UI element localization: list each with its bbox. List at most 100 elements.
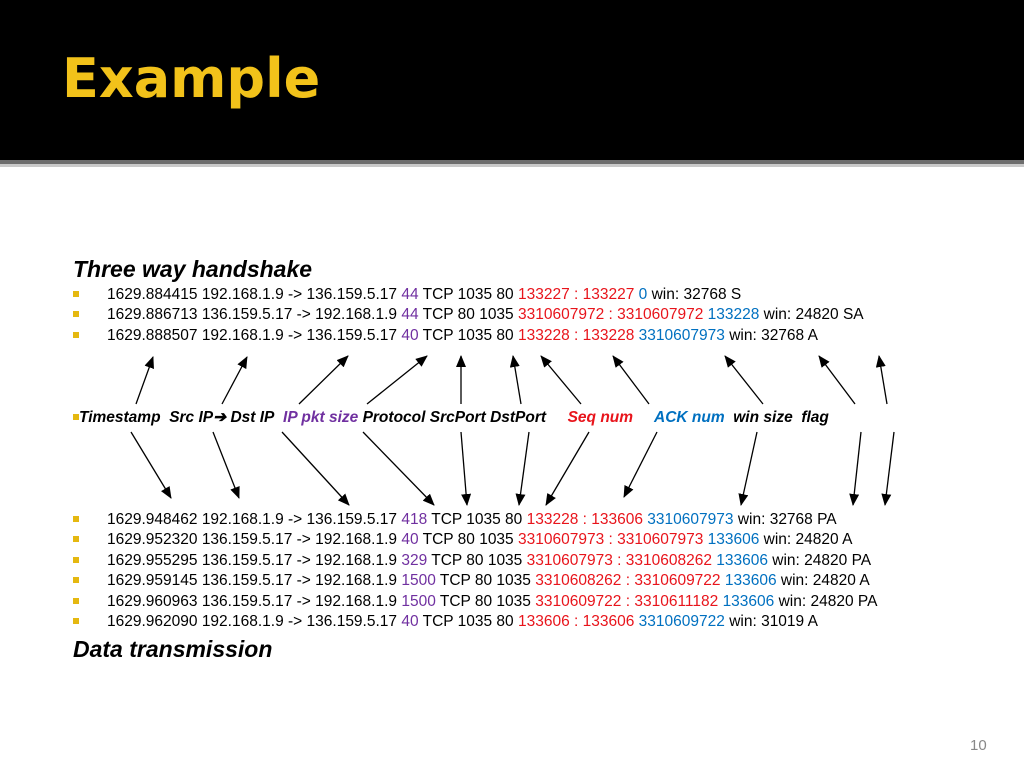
- packet-text: 1629.888507 192.168.1.9 -> 136.159.5.17: [107, 327, 402, 344]
- packet-protocol-ports: TCP 80 1035: [418, 306, 518, 323]
- packet-text: 1629.886713 136.159.5.17 -> 192.168.1.9: [107, 306, 402, 323]
- field-legend: Timestamp Src IP➔ Dst IP IP pkt size Pro…: [73, 408, 829, 428]
- packet-seq: 3310607972 : 3310607972: [517, 306, 704, 323]
- bullet-icon: [73, 331, 79, 338]
- legend-srcport: SrcPort: [429, 409, 486, 426]
- legend-seq: Seq num: [567, 409, 634, 426]
- packet-text: 1629.962090 192.168.1.9 -> 136.159.5.17: [107, 613, 402, 630]
- arrow-down-dstport: [545, 431, 590, 506]
- legend-dstport: DstPort: [490, 409, 547, 426]
- bullet-icon: [73, 310, 79, 317]
- bullet-icon: [73, 597, 79, 604]
- packet-seq: 133606 : 133606: [517, 613, 635, 630]
- packet-win-flag: win: 31019 A: [724, 613, 818, 630]
- arrow-down-src-ip: [212, 431, 240, 499]
- arrow-up-timestamp: [135, 356, 154, 405]
- packet-win-flag: win: 32768 S: [647, 286, 742, 303]
- section-title-data: Data transmission: [73, 636, 273, 662]
- packet-size: 40: [401, 327, 419, 344]
- packet-protocol-ports: TCP 80 1035: [435, 593, 536, 610]
- packet-win-flag: win: 24820 A: [776, 572, 870, 589]
- packet-line: 1629.884415 192.168.1.9 -> 136.159.5.17 …: [73, 285, 741, 305]
- section-title-handshake: Three way handshake: [73, 256, 313, 282]
- packet-ack: 133606: [722, 593, 775, 610]
- packet-ack: 3310607973: [647, 511, 734, 528]
- packet-seq: 3310607973 : 3310607973: [517, 531, 704, 548]
- packet-text: 1629.952320 136.159.5.17 -> 192.168.1.9: [107, 531, 402, 548]
- packet-line: 1629.952320 136.159.5.17 -> 192.168.1.9 …: [73, 530, 852, 550]
- legend-timestamp: Timestamp: [79, 409, 161, 426]
- packet-text: 1629.955295 136.159.5.17 -> 192.168.1.9: [107, 552, 402, 569]
- packet-protocol-ports: TCP 1035 80: [418, 613, 518, 630]
- legend-flag: flag: [801, 409, 829, 426]
- packet-protocol-ports: TCP 1035 80: [418, 327, 518, 344]
- packet-protocol-ports: TCP 80 1035: [435, 572, 536, 589]
- packet-seq: 133228 : 133606: [526, 511, 643, 528]
- packet-ack: 133606: [707, 531, 760, 548]
- arrow-up-pkt-size: [366, 355, 428, 405]
- arrow-down-timestamp: [130, 431, 172, 499]
- packet-size: 44: [401, 286, 419, 303]
- arrow-down-ack: [738, 431, 758, 506]
- packet-size: 40: [401, 613, 419, 630]
- legend-src-ip: Src IP: [169, 409, 214, 426]
- packet-seq: 3310607973 : 3310608262: [526, 552, 712, 569]
- packet-seq: 133227 : 133227: [517, 286, 635, 303]
- packet-ack: 133606: [724, 572, 777, 589]
- packet-line: 1629.960963 136.159.5.17 -> 192.168.1.9 …: [73, 592, 877, 612]
- packet-size: 40: [401, 531, 419, 548]
- slide-header: Example: [0, 0, 1024, 160]
- legend-dst-ip: Dst IP: [230, 409, 275, 426]
- packet-text: 1629.884415 192.168.1.9 -> 136.159.5.17: [107, 286, 402, 303]
- packet-win-flag: win: 32768 PA: [733, 511, 837, 528]
- bullet-icon: [73, 535, 79, 542]
- bullet-icon: [73, 413, 79, 420]
- packet-win-flag: win: 24820 PA: [767, 552, 872, 569]
- arrow-up-dst-ip: [298, 355, 349, 405]
- arrow-up-ack: [724, 355, 764, 405]
- arrow-down-srcport: [515, 431, 530, 506]
- arrow-up-srcport: [509, 355, 522, 405]
- arrow-up-seq: [612, 355, 650, 405]
- packet-size: 1500: [401, 593, 436, 610]
- packet-size: 418: [401, 511, 428, 528]
- packet-ack: 3310607973: [638, 327, 725, 344]
- bullet-icon: [73, 576, 79, 583]
- arrow-right-icon: ➔: [213, 409, 227, 426]
- packet-text: 1629.948462 192.168.1.9 -> 136.159.5.17: [107, 511, 402, 528]
- packet-win-flag: win: 24820 A: [759, 531, 853, 548]
- packet-ack: 133228: [707, 306, 760, 323]
- packet-protocol-ports: TCP 80 1035: [418, 531, 518, 548]
- bullet-icon: [73, 515, 79, 522]
- bullet-icon: [73, 617, 79, 624]
- packet-protocol-ports: TCP 1035 80: [418, 286, 518, 303]
- arrow-down-win: [849, 431, 862, 506]
- arrow-up-win: [818, 355, 856, 405]
- packet-ack: 0: [638, 286, 648, 303]
- packet-size: 1500: [401, 572, 436, 589]
- page-number: 10: [970, 737, 987, 754]
- legend-pkt-size: IP pkt size: [283, 409, 359, 426]
- arrow-down-dst-ip: [281, 431, 350, 506]
- packet-line: 1629.886713 136.159.5.17 -> 192.168.1.9 …: [73, 305, 864, 325]
- arrow-down-protocol: [460, 431, 472, 506]
- slide-title: Example: [62, 47, 321, 110]
- packet-win-flag: win: 24820 SA: [759, 306, 864, 323]
- packet-size: 329: [401, 552, 428, 569]
- packet-seq: 133228 : 133228: [517, 327, 635, 344]
- legend-win: win size: [733, 409, 793, 426]
- arrow-down-seq: [623, 431, 658, 498]
- packet-protocol-ports: TCP 80 1035: [427, 552, 527, 569]
- arrow-up-dstport: [540, 355, 582, 405]
- arrow-up-src-ip: [221, 356, 248, 405]
- packet-line: 1629.962090 192.168.1.9 -> 136.159.5.17 …: [73, 612, 818, 632]
- packet-line: 1629.888507 192.168.1.9 -> 136.159.5.17 …: [73, 326, 818, 346]
- packet-win-flag: win: 32768 A: [724, 327, 818, 344]
- packet-line: 1629.959145 136.159.5.17 -> 192.168.1.9 …: [73, 571, 870, 591]
- arrow-down-flag: [881, 431, 895, 506]
- legend-ack: ACK num: [654, 409, 725, 426]
- bullet-icon: [73, 290, 79, 297]
- bullet-icon: [73, 556, 79, 563]
- packet-text: 1629.959145 136.159.5.17 -> 192.168.1.9: [107, 572, 402, 589]
